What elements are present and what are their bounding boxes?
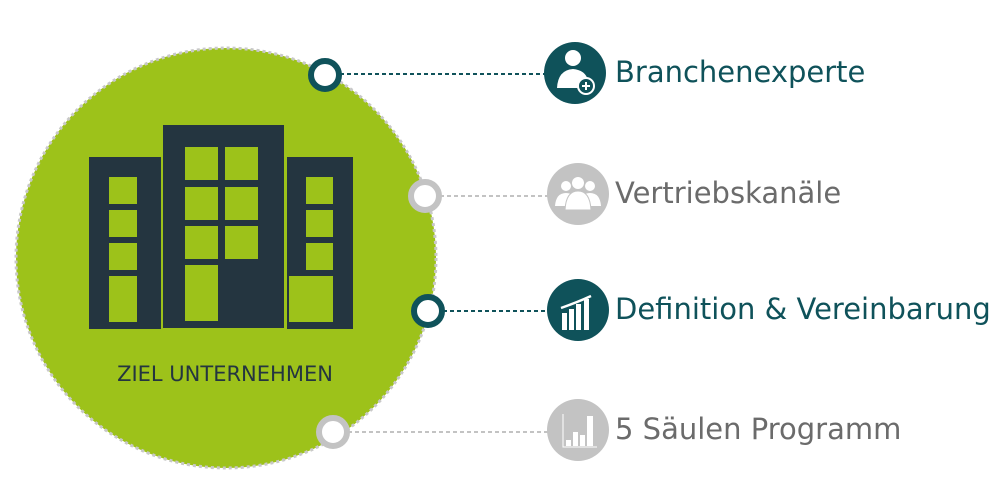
growth-chart-icon bbox=[547, 279, 609, 341]
center-label: ZIEL UNTERNEHMEN bbox=[117, 362, 333, 386]
item-label-saeulen: 5 Säulen Programm bbox=[615, 412, 902, 446]
node-4 bbox=[316, 415, 350, 449]
node-1 bbox=[308, 58, 342, 92]
item-label-vertriebskanaele: Vertriebskanäle bbox=[615, 176, 842, 210]
node-3 bbox=[411, 294, 445, 328]
team-icon bbox=[547, 163, 609, 225]
node-2 bbox=[408, 179, 442, 213]
bar-chart-icon bbox=[547, 399, 609, 461]
office-buildings-icon bbox=[89, 125, 353, 329]
user-plus-icon bbox=[544, 42, 606, 104]
item-label-definition: Definition & Vereinbarung bbox=[615, 292, 991, 326]
item-label-branchenexperte: Branchenexperte bbox=[615, 55, 866, 89]
